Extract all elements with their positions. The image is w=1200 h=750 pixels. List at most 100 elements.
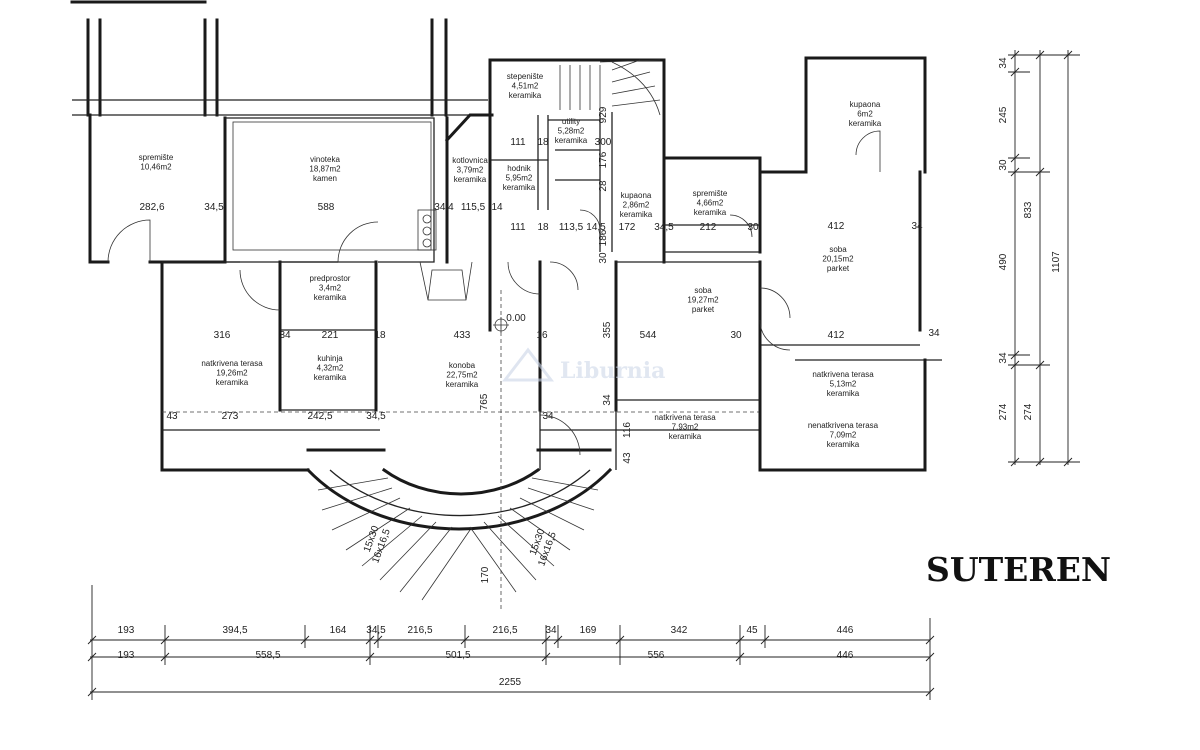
right-dim: 274 — [998, 403, 1009, 420]
room-label-line: keramika — [446, 380, 479, 389]
room-label-line: kotlovnica — [452, 156, 488, 165]
right-dim-total: 1107 — [1051, 251, 1062, 273]
interior-dim: 18 — [374, 330, 386, 341]
interior-dim: 30 — [598, 252, 609, 264]
interior-dim: 30 — [747, 222, 759, 233]
interior-dim: 34,5 — [654, 222, 674, 233]
bottom-dim: 556 — [648, 650, 665, 661]
room-label-line: keramika — [620, 210, 653, 219]
room-label-line: 3,79m2 — [457, 166, 484, 175]
interior-dim: 14,5 — [586, 222, 606, 233]
interior-dim: 588 — [318, 202, 335, 213]
bottom-dim: 34 — [545, 625, 557, 636]
interior-dim: 282,6 — [139, 202, 164, 213]
room-label-line: soba — [694, 286, 712, 295]
room-label-line: 5,28m2 — [558, 127, 585, 136]
room-label-line: 18,87m2 — [309, 165, 341, 174]
interior-dim: 212 — [700, 222, 717, 233]
right-dim: 490 — [998, 253, 1009, 270]
interior-dim: 929 — [598, 106, 609, 123]
interior-dim: 765 — [479, 393, 490, 410]
bottom-dim: 193 — [118, 650, 135, 661]
room-label-line: keramika — [555, 136, 588, 145]
bottom-dimension-chains: 193 394,5 164 34,5 216,5 216,5 34 169 34… — [87, 585, 935, 700]
walls — [70, 0, 942, 610]
room-label-line: 6m2 — [857, 110, 873, 119]
interior-dim: 170 — [480, 566, 491, 583]
room-label-line: 10,46m2 — [140, 163, 172, 172]
interior-dim: 43 — [622, 452, 633, 464]
room-label-line: 4,66m2 — [697, 199, 724, 208]
room-label-line: kamen — [313, 174, 337, 183]
interior-dim: 34 — [602, 394, 613, 406]
room-label-line: keramika — [827, 440, 860, 449]
room-label-line: parket — [692, 305, 715, 314]
room-label-line: nenatkrivena terasa — [808, 421, 879, 430]
interior-dim: 115,5 — [461, 202, 486, 213]
interior-dim: 34,5 — [204, 202, 224, 213]
room-label-line: 20,15m2 — [822, 255, 854, 264]
bottom-dim: 34,5 — [366, 625, 386, 636]
interior-dim: 34 — [279, 330, 291, 341]
room-label-line: 22,75m2 — [446, 371, 478, 380]
room-label-line: 19,26m2 — [216, 369, 248, 378]
interior-dim: 412 — [828, 330, 845, 341]
room-label-line: vinoteka — [310, 155, 340, 164]
room-label-line: keramika — [216, 378, 249, 387]
right-dim: 833 — [1023, 201, 1034, 218]
interior-dim: 34,5 — [366, 411, 386, 422]
interior-dim: 34,4 — [434, 202, 454, 213]
room-label-line: hodnik — [507, 164, 532, 173]
room-label-line: kuhinja — [317, 354, 343, 363]
bottom-dim: 394,5 — [222, 625, 247, 636]
interior-dim: 412 — [828, 221, 845, 232]
interior-dim: 221 — [322, 330, 339, 341]
interior-dim: 14 — [491, 202, 503, 213]
bottom-dim: 558,5 — [255, 650, 280, 661]
interior-dim: 172 — [619, 222, 636, 233]
room-label-line: keramika — [694, 208, 727, 217]
right-dim: 274 — [1023, 403, 1034, 420]
room-label-line: 4,51m2 — [512, 82, 539, 91]
room-label-line: keramika — [509, 91, 542, 100]
interior-dim: 34 — [542, 411, 554, 422]
room-label-line: 19,27m2 — [687, 296, 719, 305]
interior-dim: 116 — [622, 422, 633, 438]
room-label-line: 5,13m2 — [830, 380, 857, 389]
bottom-dim: 193 — [118, 625, 135, 636]
bottom-dim: 216,5 — [492, 625, 517, 636]
interior-dim: 355 — [602, 321, 613, 338]
room-label-line: parket — [827, 264, 850, 273]
plan-title: SUTEREN — [926, 550, 1111, 589]
room-label-line: kupaona — [621, 191, 652, 200]
room-label-line: 7,93m2 — [672, 423, 699, 432]
interior-dim: 242,5 — [307, 411, 332, 422]
interior-dim: 43 — [166, 411, 178, 422]
interior-dim: 28 — [598, 180, 609, 192]
room-label-line: keramika — [827, 389, 860, 398]
bottom-dim: 169 — [580, 625, 597, 636]
room-label-line: keramika — [314, 373, 347, 382]
interior-dim: 113,5 — [559, 222, 584, 233]
room-label-line: keramika — [314, 293, 347, 302]
interior-dim: 433 — [454, 330, 471, 341]
right-dimension-chains: 34 245 30 490 34 274 833 274 1107 — [998, 50, 1080, 467]
interior-dim: 18 — [537, 222, 549, 233]
room-label-line: kupaona — [850, 100, 881, 109]
interior-dim: 30 — [730, 330, 742, 341]
room-label-line: keramika — [669, 432, 702, 441]
room-label-line: keramika — [849, 119, 882, 128]
room-label-line: utility — [562, 117, 580, 126]
room-label-line: stepenište — [507, 72, 544, 81]
interior-dim: 34 — [928, 328, 940, 339]
